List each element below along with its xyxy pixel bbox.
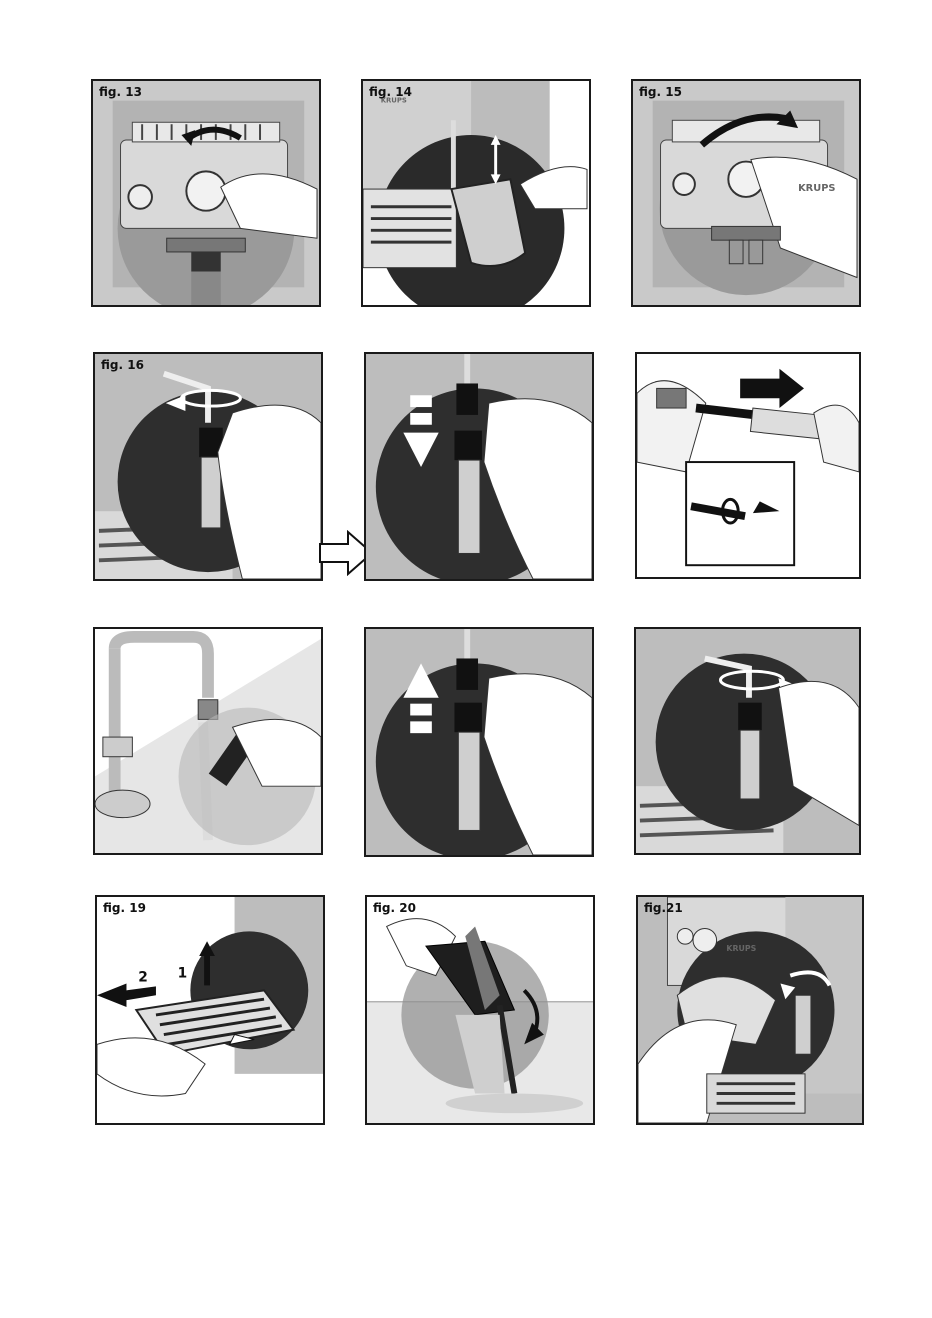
figure-label: fig. 15	[639, 85, 682, 99]
figure-label: fig. 13	[99, 85, 142, 99]
figure-17-illustration	[366, 354, 592, 579]
figure-17d-illustration	[636, 629, 859, 853]
figure-13-illustration	[93, 81, 319, 305]
figure-18-illustration	[637, 354, 859, 577]
figure-21-panel: KRUPS fig.21	[636, 895, 864, 1125]
figure-13-panel: fig. 13	[91, 79, 321, 307]
figure-19-panel: 2 1 fig. 19	[95, 895, 325, 1125]
figure-label: fig. 19	[103, 901, 146, 915]
figure-label: fig. 14	[369, 85, 412, 99]
figure-label: fig.21	[644, 901, 683, 915]
figure-16-panel: fig. 16	[93, 352, 323, 581]
figure-17b-illustration	[95, 629, 321, 853]
figure-16-illustration	[95, 354, 321, 579]
figure-15-panel: KRUPS fig. 15	[631, 79, 861, 307]
figure-15-illustration: KRUPS	[633, 81, 859, 305]
figure-label: fig. 16	[101, 358, 144, 372]
figure-20-panel: fig. 20	[365, 895, 595, 1125]
step-two-label: 2	[138, 970, 148, 986]
figure-17d-panel	[634, 627, 861, 855]
figure-18-panel	[635, 352, 861, 579]
figure-17c-illustration	[366, 629, 592, 855]
step-one-label: 1	[178, 966, 188, 982]
krups-logo: KRUPS	[726, 944, 756, 953]
figure-14-illustration: KRUPS	[363, 81, 589, 305]
figure-20-illustration	[367, 897, 593, 1123]
figure-21-illustration: KRUPS	[638, 897, 862, 1123]
figure-17b-panel	[93, 627, 323, 855]
krups-logo: KRUPS	[798, 183, 835, 194]
figure-17c-panel	[364, 627, 594, 857]
figure-19-illustration: 2 1	[97, 897, 323, 1123]
figure-label: fig. 20	[373, 901, 416, 915]
figure-17-panel	[364, 352, 594, 581]
figure-14-panel: KRUPS fig. 14	[361, 79, 591, 307]
